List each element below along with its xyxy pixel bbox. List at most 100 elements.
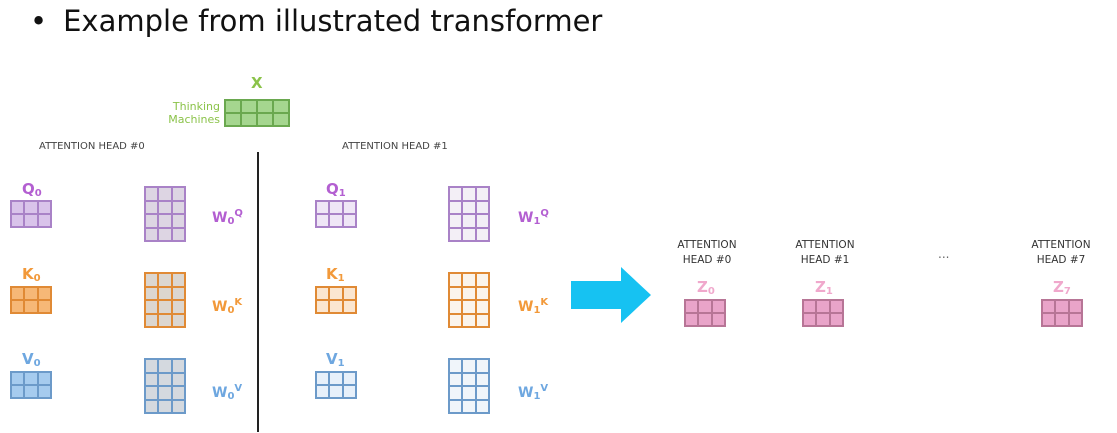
z1-symbol: Z1	[815, 278, 833, 297]
right-arrow-icon	[571, 267, 651, 323]
q0-symbol: Q0	[22, 180, 42, 199]
matrix-cell	[316, 385, 330, 398]
matrix-cell	[316, 372, 330, 385]
matrix-cell	[698, 313, 712, 326]
matrix-cell	[449, 273, 463, 287]
wv0-label: W0V	[212, 383, 242, 402]
matrix-cell	[171, 187, 185, 201]
matrix-cell	[462, 359, 476, 373]
matrix-cell	[462, 399, 476, 413]
matrix-cell	[257, 100, 273, 113]
matrix-cell	[11, 214, 25, 227]
matrix-cell	[273, 100, 289, 113]
matrix-cell	[241, 113, 257, 126]
symbol-superscript: V	[540, 383, 549, 394]
matrix-cell	[449, 214, 463, 228]
matrix-cell	[329, 201, 343, 214]
input-symbol: X	[251, 74, 263, 92]
symbol-base: W	[518, 385, 534, 401]
symbol-subscript: 1	[533, 216, 541, 227]
matrix-cell	[475, 300, 489, 314]
matrix-cell	[171, 227, 185, 241]
input-word-machines: Machines	[168, 113, 220, 126]
matrix-cell	[816, 300, 830, 313]
output-head-1-line2: HEAD #1	[800, 254, 850, 266]
v0-symbol: V0	[22, 350, 41, 369]
output-head-0-line2: HEAD #0	[682, 254, 732, 266]
matrix-cell	[449, 372, 463, 386]
matrix-cell	[158, 372, 172, 386]
symbol-subscript: 0	[227, 391, 235, 402]
matrix-cell	[449, 200, 463, 214]
matrix-cell	[449, 187, 463, 201]
matrix-cell	[158, 359, 172, 373]
matrix-cell	[342, 214, 356, 227]
matrix-cell	[462, 372, 476, 386]
matrix-cell	[24, 300, 38, 313]
z0-matrix	[684, 299, 726, 327]
matrix-cell	[145, 372, 159, 386]
symbol-subscript: 0	[33, 273, 41, 284]
q1-matrix	[315, 200, 357, 228]
symbol-base: W	[212, 385, 228, 401]
matrix-cell	[225, 100, 241, 113]
symbol-base: Z	[1053, 278, 1064, 296]
symbol-subscript: 1	[533, 391, 541, 402]
matrix-cell	[462, 300, 476, 314]
matrix-cell	[1042, 313, 1056, 326]
v1-matrix	[315, 371, 357, 399]
matrix-cell	[475, 313, 489, 327]
matrix-cell	[803, 313, 817, 326]
matrix-cell	[37, 287, 51, 300]
matrix-cell	[171, 359, 185, 373]
matrix-cell	[37, 300, 51, 313]
symbol-base: Q	[22, 180, 35, 198]
symbol-subscript: 0	[227, 216, 235, 227]
matrix-cell	[462, 187, 476, 201]
z7-symbol: Z7	[1053, 278, 1071, 297]
symbol-base: W	[518, 210, 534, 226]
matrix-cell	[11, 300, 25, 313]
output-head-0-line1: ATTENTION	[677, 239, 737, 251]
wq1-matrix	[448, 186, 490, 242]
matrix-cell	[145, 286, 159, 300]
wk0-matrix	[144, 272, 186, 328]
matrix-cell	[158, 227, 172, 241]
symbol-base: W	[212, 210, 228, 226]
symbol-subscript: 1	[533, 305, 541, 316]
matrix-cell	[685, 313, 699, 326]
matrix-cell	[803, 300, 817, 313]
symbol-subscript: 7	[1063, 286, 1071, 297]
input-word-thinking: Thinking	[172, 100, 220, 113]
wq0-label: W0Q	[212, 208, 243, 227]
output-head-7-line1: ATTENTION	[1031, 239, 1091, 251]
wk0-label: W0K	[212, 297, 242, 316]
matrix-cell	[171, 313, 185, 327]
matrix-cell	[1042, 300, 1056, 313]
matrix-cell	[171, 399, 185, 413]
matrix-cell	[329, 214, 343, 227]
matrix-cell	[475, 359, 489, 373]
symbol-subscript: 1	[337, 273, 345, 284]
matrix-cell	[145, 227, 159, 241]
matrix-cell	[158, 273, 172, 287]
matrix-cell	[145, 187, 159, 201]
matrix-cell	[449, 227, 463, 241]
wv1-label: W1V	[518, 383, 548, 402]
wq1-label: W1Q	[518, 208, 549, 227]
matrix-cell	[37, 201, 51, 214]
matrix-cell	[24, 201, 38, 214]
matrix-cell	[171, 273, 185, 287]
z7-matrix	[1041, 299, 1083, 327]
matrix-cell	[37, 214, 51, 227]
matrix-cell	[225, 113, 241, 126]
matrix-cell	[158, 187, 172, 201]
symbol-base: Q	[326, 180, 339, 198]
symbol-subscript: 0	[227, 305, 235, 316]
input-matrix	[224, 99, 290, 127]
symbol-subscript: 0	[34, 188, 42, 199]
wq0-matrix	[144, 186, 186, 242]
matrix-cell	[462, 200, 476, 214]
matrix-cell	[145, 386, 159, 400]
matrix-cell	[462, 227, 476, 241]
